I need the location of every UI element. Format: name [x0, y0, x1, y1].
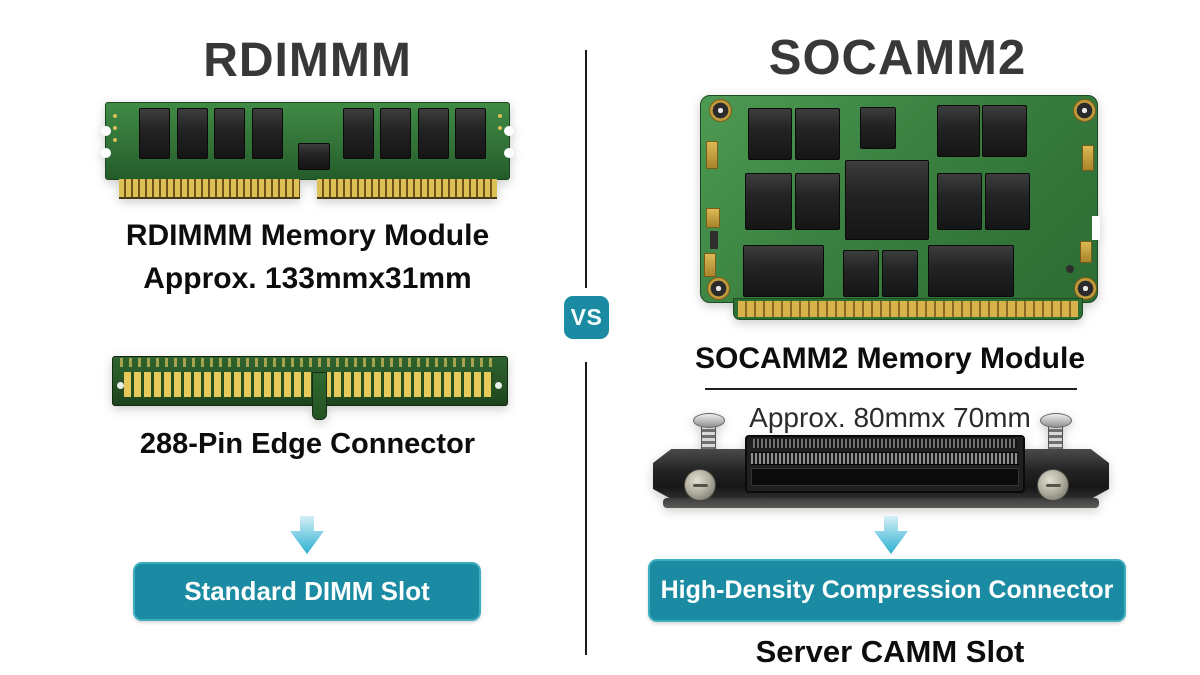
- screw-head: [1040, 413, 1072, 428]
- compression-connector-image: [645, 413, 1117, 515]
- washer-slot: [1046, 484, 1061, 487]
- pcb-notch: [101, 126, 111, 136]
- socamm2-dimensions: Approx. 80mmx 70mm: [749, 402, 1031, 433]
- memory-chip: [937, 105, 980, 157]
- pcb-notch: [504, 148, 514, 158]
- connector-traces: [120, 358, 498, 367]
- screw-hole: [1074, 277, 1097, 300]
- screw-washer: [1037, 469, 1069, 501]
- rdimm-module-caption: RDIMMM Memory Module: [125, 219, 490, 252]
- screw-hole: [1073, 99, 1096, 122]
- pcb-notch: [504, 126, 514, 136]
- mount-hole: [495, 382, 502, 389]
- pcb-edge-notch: [1092, 216, 1100, 240]
- rdimm-dimensions: Approx. 133mmx31mm: [143, 262, 472, 295]
- test-point: [1066, 265, 1074, 273]
- edge-connector-caption: 288-Pin Edge Connector: [139, 428, 476, 460]
- edge-component: [710, 231, 718, 249]
- register-chip: [298, 143, 330, 170]
- controller-chip: [845, 160, 929, 240]
- divider-line-bottom: [585, 362, 587, 655]
- pin-row: [751, 452, 1019, 465]
- memory-chip: [177, 108, 208, 159]
- rdimm-module-image: [101, 100, 514, 199]
- screw-hole: [709, 99, 732, 122]
- gold-fingers: [738, 301, 1078, 317]
- pcb-via: [113, 114, 117, 118]
- edge-component: [1080, 241, 1092, 263]
- socamm2-module-caption: SOCAMM2 Memory Module: [694, 342, 1086, 375]
- screw-hole: [707, 277, 730, 300]
- memory-chip: [985, 173, 1030, 230]
- edge-component: [1082, 145, 1094, 171]
- vs-badge-label: VS: [570, 304, 603, 330]
- pcb-via: [113, 126, 117, 130]
- compression-connector-label: High-Density Compression Connector: [660, 576, 1114, 604]
- gold-pins: [119, 179, 300, 199]
- edge-component: [706, 141, 718, 169]
- memory-chip: [843, 250, 879, 297]
- memory-chip: [343, 108, 374, 159]
- memory-chip: [748, 108, 792, 160]
- standard-dimm-slot-button: Standard DIMM Slot: [133, 562, 481, 621]
- mount-hole: [117, 382, 124, 389]
- server-camm-slot-caption: Server CAMM Slot: [755, 634, 1025, 669]
- connector-key-tab: [312, 372, 327, 420]
- connector-base-lip: [663, 498, 1099, 508]
- memory-chip: [745, 173, 792, 230]
- memory-chip: [252, 108, 283, 159]
- vs-badge: VS: [564, 296, 609, 339]
- caption-divider-rule: [705, 388, 1077, 390]
- memory-chip: [795, 108, 840, 160]
- connector-tongue: [733, 298, 1083, 320]
- pin-row: [753, 439, 1017, 448]
- memory-chip: [139, 108, 170, 159]
- down-arrow-icon: [874, 516, 908, 554]
- down-arrow-icon: [290, 516, 324, 554]
- rdimm-title: RDIMMM: [203, 34, 412, 87]
- memory-chip: [860, 107, 896, 149]
- gold-pins: [317, 179, 497, 199]
- pcb-via: [498, 126, 502, 130]
- memory-chip: [743, 245, 824, 297]
- memory-chip: [380, 108, 411, 159]
- memory-chip: [418, 108, 449, 159]
- screw-head: [693, 413, 725, 428]
- pcb-notch: [101, 148, 111, 158]
- memory-chip: [795, 173, 840, 230]
- memory-chip: [455, 108, 486, 159]
- pcb-via: [113, 138, 117, 142]
- edge-connector-image: [112, 352, 508, 422]
- pcb-via: [498, 114, 502, 118]
- compression-connector-button: High-Density Compression Connector: [648, 559, 1126, 622]
- memory-chip: [982, 105, 1027, 157]
- memory-chip: [928, 245, 1014, 297]
- connector-gold-pads: [124, 372, 494, 397]
- washer-slot: [693, 484, 708, 487]
- memory-chip: [937, 173, 982, 230]
- connector-slot: [745, 435, 1025, 493]
- socamm2-module-image: [700, 93, 1100, 343]
- screw-washer: [684, 469, 716, 501]
- slot-groove: [751, 468, 1019, 486]
- divider-line-top: [585, 50, 587, 288]
- socamm2-title: SOCAMM2: [768, 31, 1027, 85]
- edge-component: [704, 253, 716, 277]
- memory-chip: [882, 250, 918, 297]
- memory-chip: [214, 108, 245, 159]
- edge-component: [706, 208, 720, 228]
- standard-dimm-slot-label: Standard DIMM Slot: [184, 576, 430, 606]
